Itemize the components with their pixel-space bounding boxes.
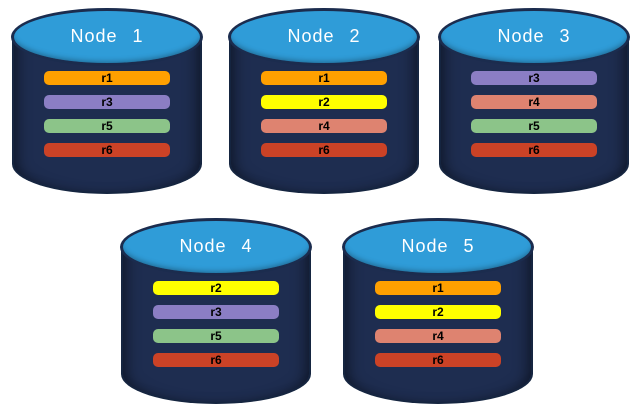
node-cylinder-3: Node 3 r3 r4 r5 r6 xyxy=(438,8,630,196)
cylinder-top-ellipse: Node 5 xyxy=(342,218,534,276)
cylinder-top-ellipse: Node 2 xyxy=(228,8,420,66)
node-cylinder-2: Node 2 r1 r2 r4 r6 xyxy=(228,8,420,196)
replica-bar: r3 xyxy=(44,95,170,109)
replica-bar: r6 xyxy=(375,353,501,367)
node-cylinder-1: Node 1 r1 r3 r5 r6 xyxy=(11,8,203,196)
replica-bar: r5 xyxy=(44,119,170,133)
node-label: Node 5 xyxy=(401,235,475,256)
replica-bar: r4 xyxy=(375,329,501,343)
node-label: Node 3 xyxy=(497,25,571,46)
replica-list: r1 r2 r4 r6 xyxy=(375,281,501,367)
replica-bar: r3 xyxy=(471,71,597,85)
replica-bar: r3 xyxy=(153,305,279,319)
replica-bar: r4 xyxy=(471,95,597,109)
replica-bar: r6 xyxy=(44,143,170,157)
cylinder-top-ellipse: Node 4 xyxy=(120,218,312,276)
replica-bar: r1 xyxy=(375,281,501,295)
node-label: Node 1 xyxy=(70,25,144,46)
replica-bar: r4 xyxy=(261,119,387,133)
cylinder-top-ellipse: Node 1 xyxy=(11,8,203,66)
replica-list: r2 r3 r5 r6 xyxy=(153,281,279,367)
replica-bar: r2 xyxy=(261,95,387,109)
node-cylinder-5: Node 5 r1 r2 r4 r6 xyxy=(342,218,534,406)
replica-bar: r2 xyxy=(153,281,279,295)
replica-list: r1 r2 r4 r6 xyxy=(261,71,387,157)
node-label: Node 4 xyxy=(179,235,253,256)
replica-bar: r1 xyxy=(261,71,387,85)
node-cylinder-4: Node 4 r2 r3 r5 r6 xyxy=(120,218,312,406)
replica-bar: r5 xyxy=(471,119,597,133)
replica-bar: r6 xyxy=(153,353,279,367)
node-label: Node 2 xyxy=(287,25,361,46)
replica-bar: r6 xyxy=(471,143,597,157)
replica-bar: r6 xyxy=(261,143,387,157)
replica-bar: r1 xyxy=(44,71,170,85)
replica-list: r3 r4 r5 r6 xyxy=(471,71,597,157)
replica-bar: r2 xyxy=(375,305,501,319)
replica-bar: r5 xyxy=(153,329,279,343)
replica-list: r1 r3 r5 r6 xyxy=(44,71,170,157)
cylinder-top-ellipse: Node 3 xyxy=(438,8,630,66)
